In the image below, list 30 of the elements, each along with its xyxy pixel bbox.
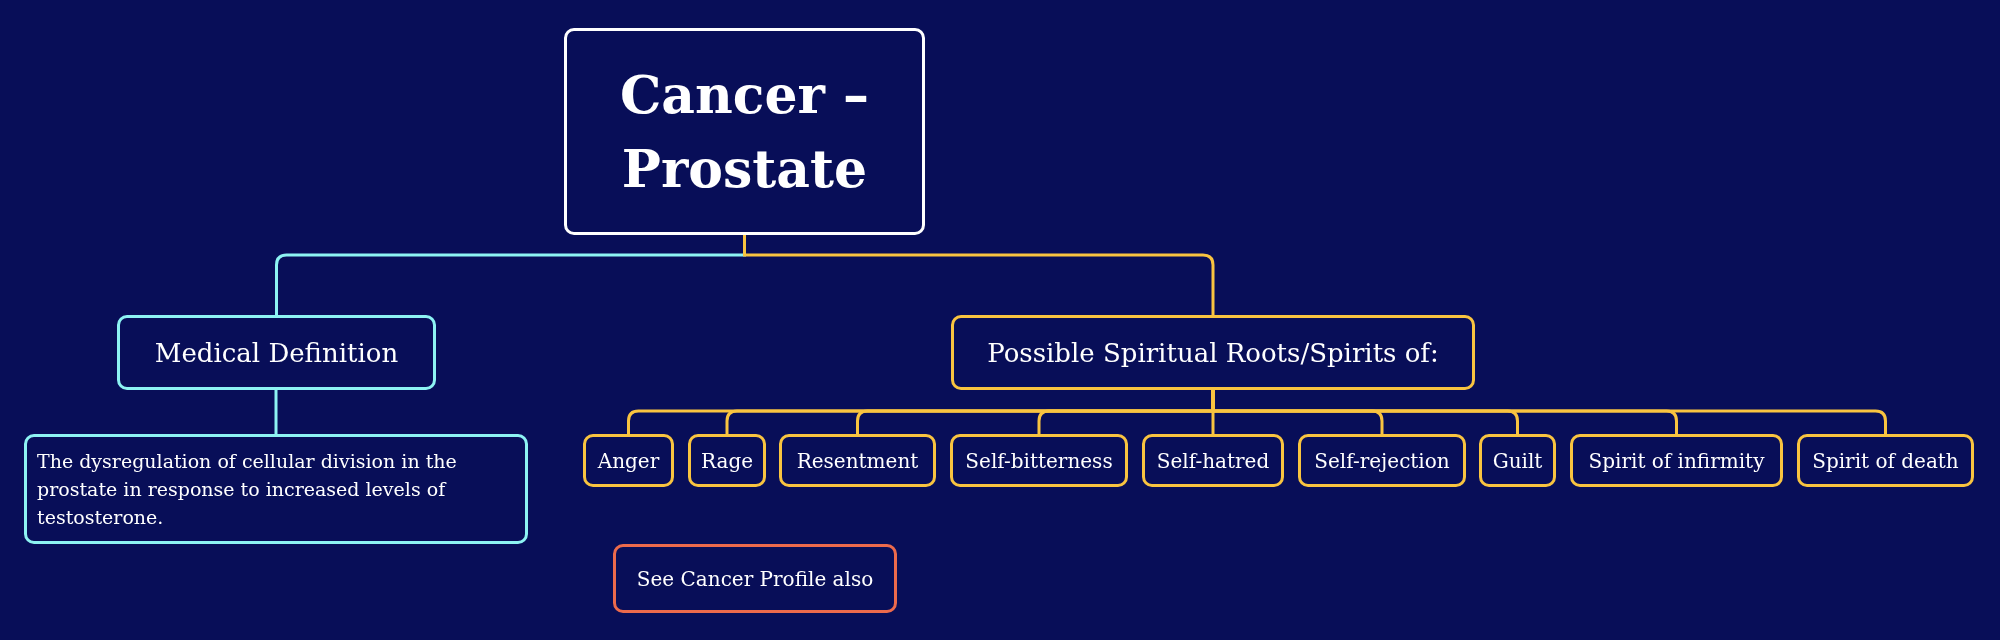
topic-box xyxy=(951,315,1475,390)
subtopic-box xyxy=(583,434,674,487)
definition-text: The dysregulation of cellular division in the prostate in response to increased levels of testosterone. xyxy=(37,449,458,530)
topic-label: Medical Definition xyxy=(154,336,399,370)
reference-text: See Cancer Profile also xyxy=(636,565,874,592)
connector-line xyxy=(743,235,1215,315)
subtopic-label: Guilt xyxy=(1492,447,1543,474)
subtopic-box xyxy=(1142,434,1284,487)
subtopic-box xyxy=(1479,434,1556,487)
topic-label: Possible Spiritual Roots/Spirits of: xyxy=(987,336,1439,370)
subtopic-label: Rage xyxy=(700,447,754,474)
topic-box xyxy=(117,315,436,390)
subtopic-label: Spirit of infirmity xyxy=(1588,447,1765,474)
central-topic-box xyxy=(564,28,925,235)
connector-line xyxy=(274,390,278,434)
subtopic-label: Self-rejection xyxy=(1314,447,1450,474)
subtopic-box xyxy=(1298,434,1466,487)
subtopic-box xyxy=(1797,434,1974,487)
subtopic-label: Self-bitterness xyxy=(965,447,1113,474)
subtopic-box xyxy=(688,434,766,487)
subtopic-box xyxy=(950,434,1128,487)
subtopic-box xyxy=(779,434,936,487)
subtopic-box xyxy=(1570,434,1783,487)
topic-title: Cancer – Prostate xyxy=(618,62,871,201)
subtopic-label: Anger xyxy=(597,447,660,474)
reference-box xyxy=(613,544,897,613)
subtopic-label: Resentment xyxy=(796,447,919,474)
subtopic-label: Spirit of death xyxy=(1812,447,1959,474)
note-box xyxy=(24,434,528,544)
subtopic-label: Self-hatred xyxy=(1156,447,1270,474)
